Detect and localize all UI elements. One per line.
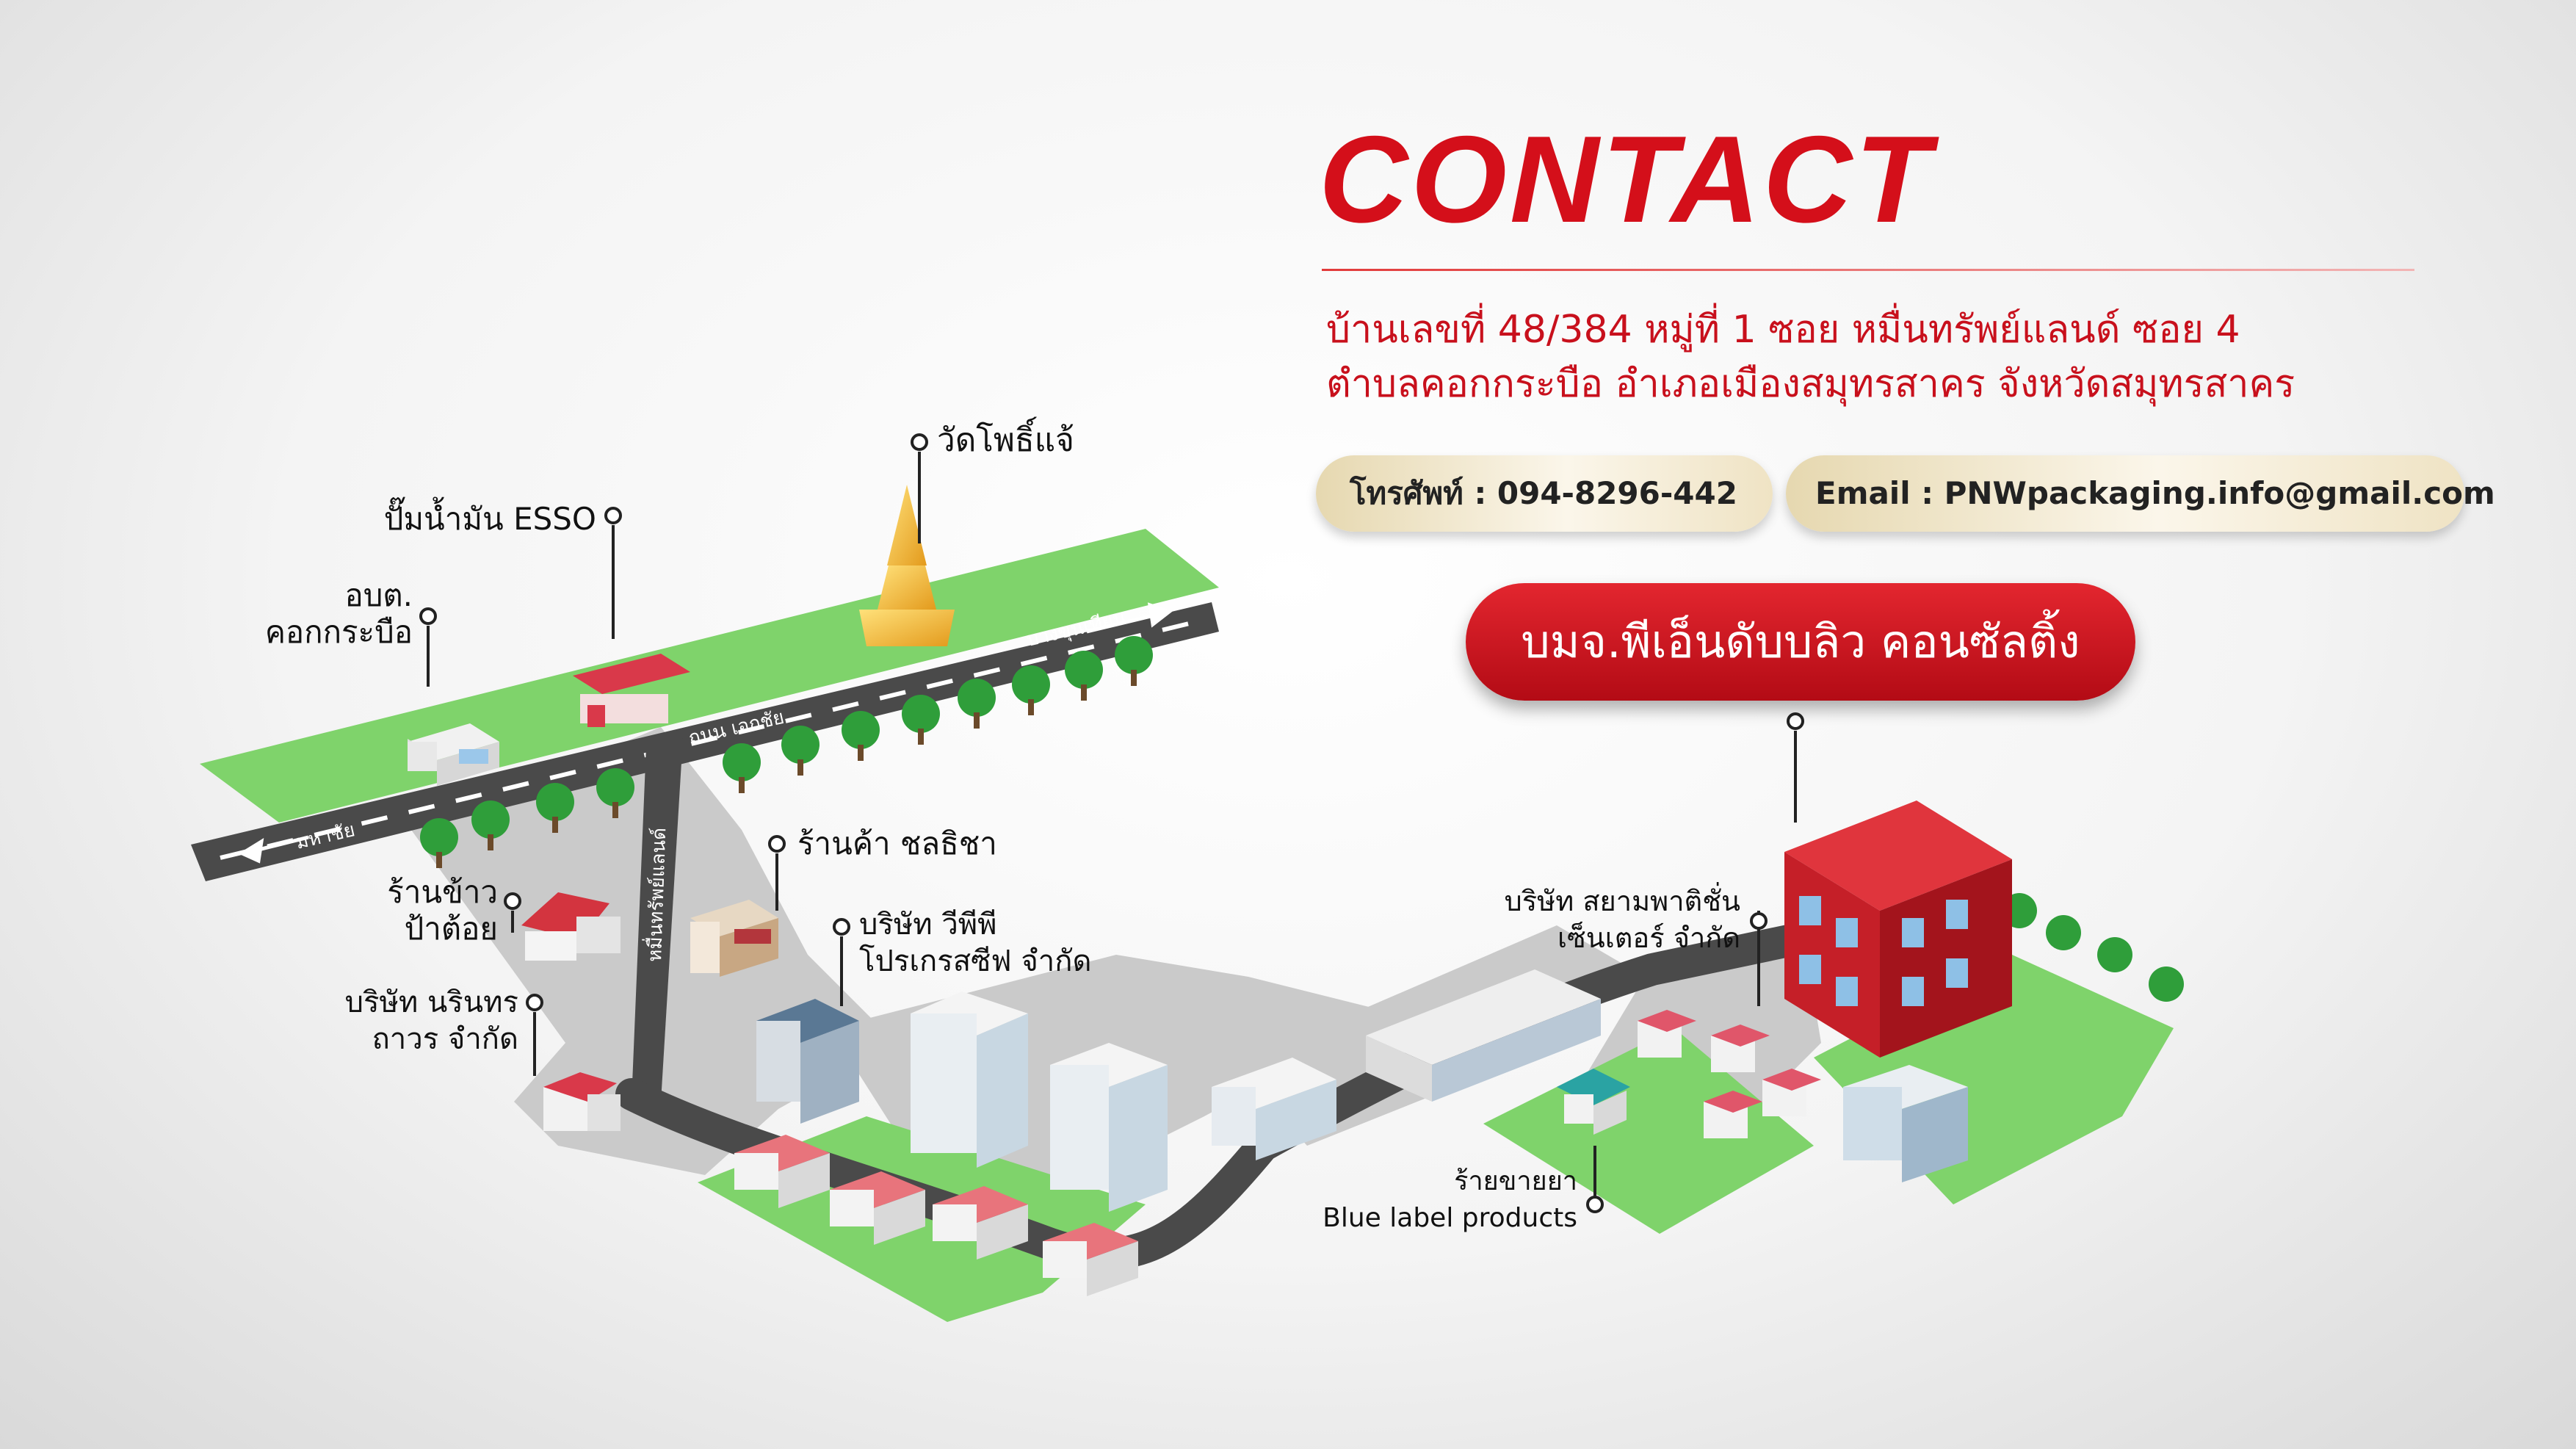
page-title: CONTACT [1319, 110, 1933, 248]
road-arrow-left [238, 835, 309, 864]
label-shop-chonlicha: ร้านค้า ชลธิชา [797, 825, 997, 861]
tower-icon [1050, 1043, 1168, 1212]
building-cluster [1638, 1010, 1821, 1138]
phone-pill[interactable]: โทรศัพท์ : 094-8296-442 [1316, 455, 1773, 532]
road-arrow-right [1086, 602, 1173, 634]
shop-icon [690, 900, 778, 977]
label-line: บริษัท สยามพาติชั่น [1504, 885, 1740, 917]
label-line: คอกกระบือ [264, 614, 413, 650]
label-line: ถาวร จำกัด [372, 1022, 518, 1056]
company-name-banner: บมจ.พีเอ็นดับบลิว คอนซัลติ้ง [1466, 583, 2135, 701]
label-line: ร้านข้าว [387, 874, 498, 910]
label-line: บริษัท นรินทร [344, 986, 518, 1019]
label-line: ป้าต้อย [404, 911, 498, 947]
email-pill[interactable]: Email : PNWpackaging.info@gmail.com [1786, 455, 2495, 532]
gas-station-icon [573, 654, 690, 727]
address-line: บ้านเลขที่ 48/384 หมู่ที่ 1 ซอย หมื่นทรั… [1326, 308, 2240, 352]
label-vpp: บริษัท วีพีพี โปรเกรสซีฟ จำกัด [859, 906, 1091, 980]
title-divider [1322, 269, 2414, 271]
tower-icon [911, 991, 1028, 1168]
main-road [191, 602, 1219, 881]
label-sao: อบต. คอกกระบือ [220, 577, 413, 651]
warehouse-icon [1212, 1058, 1336, 1160]
label-siam: บริษัท สยามพาติชั่น เซ็นเตอร์ จำกัด [1439, 883, 1740, 956]
rice-shop-icon [521, 892, 621, 961]
glass-office-icon [1843, 1065, 1968, 1182]
temple-icon [859, 485, 955, 646]
label-line: โปรเกรสซีฟ จำกัด [859, 944, 1092, 978]
address-block: บ้านเลขที่ 48/384 หมู่ที่ 1 ซอย หมื่นทรั… [1326, 303, 2295, 411]
label-line: อบต. [344, 577, 413, 613]
headquarters-building-icon [1784, 801, 2012, 1058]
label-line: ร้ายขายยา [1454, 1166, 1577, 1196]
label-line: บริษัท วีพีพี [859, 908, 997, 942]
address-line: ตำบลคอกกระบือ อำเภอเมืองสมุทรสาคร จังหวั… [1326, 362, 2295, 406]
label-line: เซ็นเตอร์ จำกัด [1557, 922, 1740, 954]
house-row [734, 1135, 1138, 1296]
factory-icon [543, 1072, 621, 1131]
side-road [632, 738, 683, 1102]
label-narinthorn: บริษัท นรินทร ถาวร จำกัด [279, 984, 518, 1058]
label-line: Blue label products [1323, 1203, 1577, 1233]
tree-row [420, 636, 1153, 868]
factory-icon [1366, 969, 1601, 1102]
office-building-icon [756, 999, 859, 1124]
label-rice-shop: ร้านข้าว ป้าต้อย [338, 874, 498, 947]
drugstore-icon [1557, 1069, 1630, 1135]
pin-markers [419, 433, 1804, 1213]
label-gas-station: ปั๊มน้ำมัน ESSO [383, 501, 596, 537]
label-drugstore: ร้ายขายยา Blue label products [1263, 1163, 1577, 1237]
label-temple: วัดโพธิ์แจ้ [937, 422, 1074, 459]
sao-building-icon [408, 723, 499, 786]
